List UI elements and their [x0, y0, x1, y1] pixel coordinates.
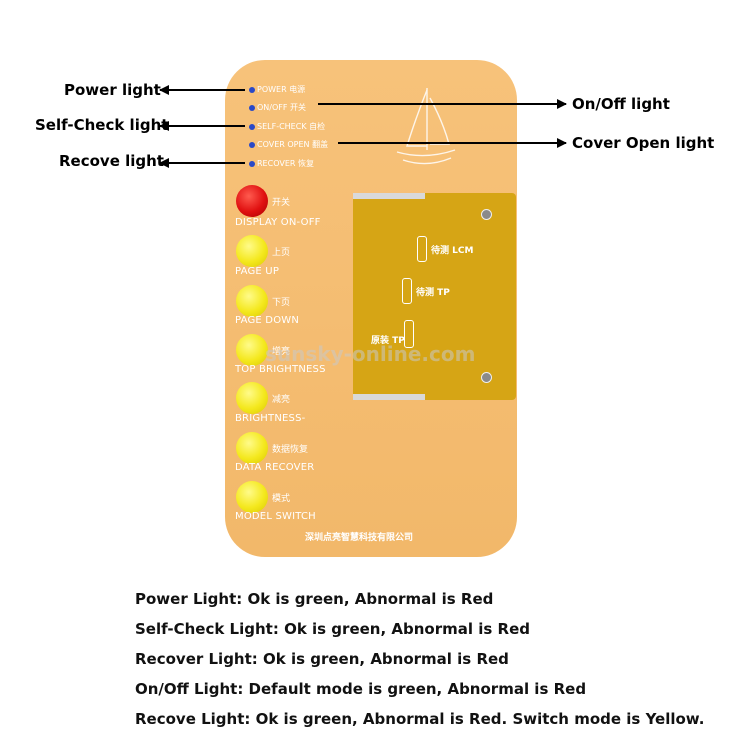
display-on-off-label: DISPLAY ON-OFF — [235, 217, 321, 228]
model-switch-cn-label: 模式 — [272, 494, 291, 504]
data-recover-cn-label: 数据恢复 — [272, 445, 309, 455]
recover-light-callout: Recove light — [59, 152, 164, 170]
display-on-off-cn-label: 开关 — [272, 198, 291, 208]
note-on-off: On/Off Light: Default mode is green, Abn… — [135, 680, 587, 698]
cover-open-indicator-label: COVER OPEN 翻盖 — [257, 140, 329, 149]
data-recover-label: DATA RECOVER — [235, 462, 315, 473]
fpc-adapter-board — [353, 193, 516, 400]
page-down-label: PAGE DOWN — [235, 315, 300, 326]
recover-indicator-dot — [249, 161, 255, 167]
note-power: Power Light: Ok is green, Abnormal is Re… — [135, 590, 494, 608]
on-off-light-callout: On/Off light — [572, 95, 670, 113]
self-check-indicator-dot — [249, 124, 255, 130]
tp-connector-icon — [402, 278, 412, 304]
watermark: sunsky-online.com — [265, 342, 476, 366]
page-up-button[interactable] — [236, 235, 268, 267]
note-recover: Recover Light: Ok is green, Abnormal is … — [135, 650, 509, 668]
brightness-minus-cn-label: 减亮 — [272, 395, 291, 405]
brightness-minus-button[interactable] — [236, 382, 268, 414]
brightness-minus-label: BRIGHTNESS- — [235, 413, 306, 424]
company-name: 深圳点亮智慧科技有限公司 — [305, 533, 414, 543]
recover-indicator-label: RECOVER 恢复 — [257, 159, 314, 168]
cover-open-light-callout: Cover Open light — [572, 134, 715, 152]
cover-open-indicator-dot — [249, 142, 255, 148]
data-recover-button[interactable] — [236, 432, 268, 464]
page-down-cn-label: 下页 — [272, 298, 291, 308]
top-brightness-label: TOP BRIGHTNESS — [235, 364, 326, 375]
page-down-button[interactable] — [236, 285, 268, 317]
screw-bottom-icon — [481, 372, 492, 383]
power-light-callout: Power light — [64, 81, 161, 99]
model-switch-label: MODEL SWITCH — [235, 511, 316, 522]
orig-tp-connector-icon — [404, 320, 414, 348]
fpc-bottom-strip — [353, 394, 425, 400]
lcm-label: 待测 LCM — [431, 246, 474, 256]
top-brightness-cn-label: 增亮 — [272, 347, 291, 357]
power-indicator-dot — [249, 87, 255, 93]
on-off-indicator-dot — [249, 105, 255, 111]
page-up-label: PAGE UP — [235, 266, 280, 277]
tp-label: 待测 TP — [416, 288, 450, 298]
lcm-connector-icon — [417, 236, 427, 262]
screw-top-icon — [481, 209, 492, 220]
note-recove-switch: Recove Light: Ok is green, Abnormal is R… — [135, 710, 705, 728]
note-self-check: Self-Check Light: Ok is green, Abnormal … — [135, 620, 530, 638]
orig-tp-label: 原装 TP — [371, 336, 405, 346]
on-off-indicator-label: ON/OFF 开关 — [257, 103, 307, 112]
page-up-cn-label: 上页 — [272, 248, 291, 258]
self-check-indicator-label: SELF-CHECK 自检 — [257, 122, 326, 131]
power-indicator-label: POWER 电源 — [257, 85, 306, 94]
self-check-light-callout: Self-Check light — [35, 116, 169, 134]
display-on-off-button[interactable] — [236, 185, 268, 217]
model-switch-button[interactable] — [236, 481, 268, 513]
fpc-top-strip — [353, 193, 425, 199]
callout-arrows — [159, 85, 567, 168]
top-brightness-button[interactable] — [236, 334, 268, 366]
